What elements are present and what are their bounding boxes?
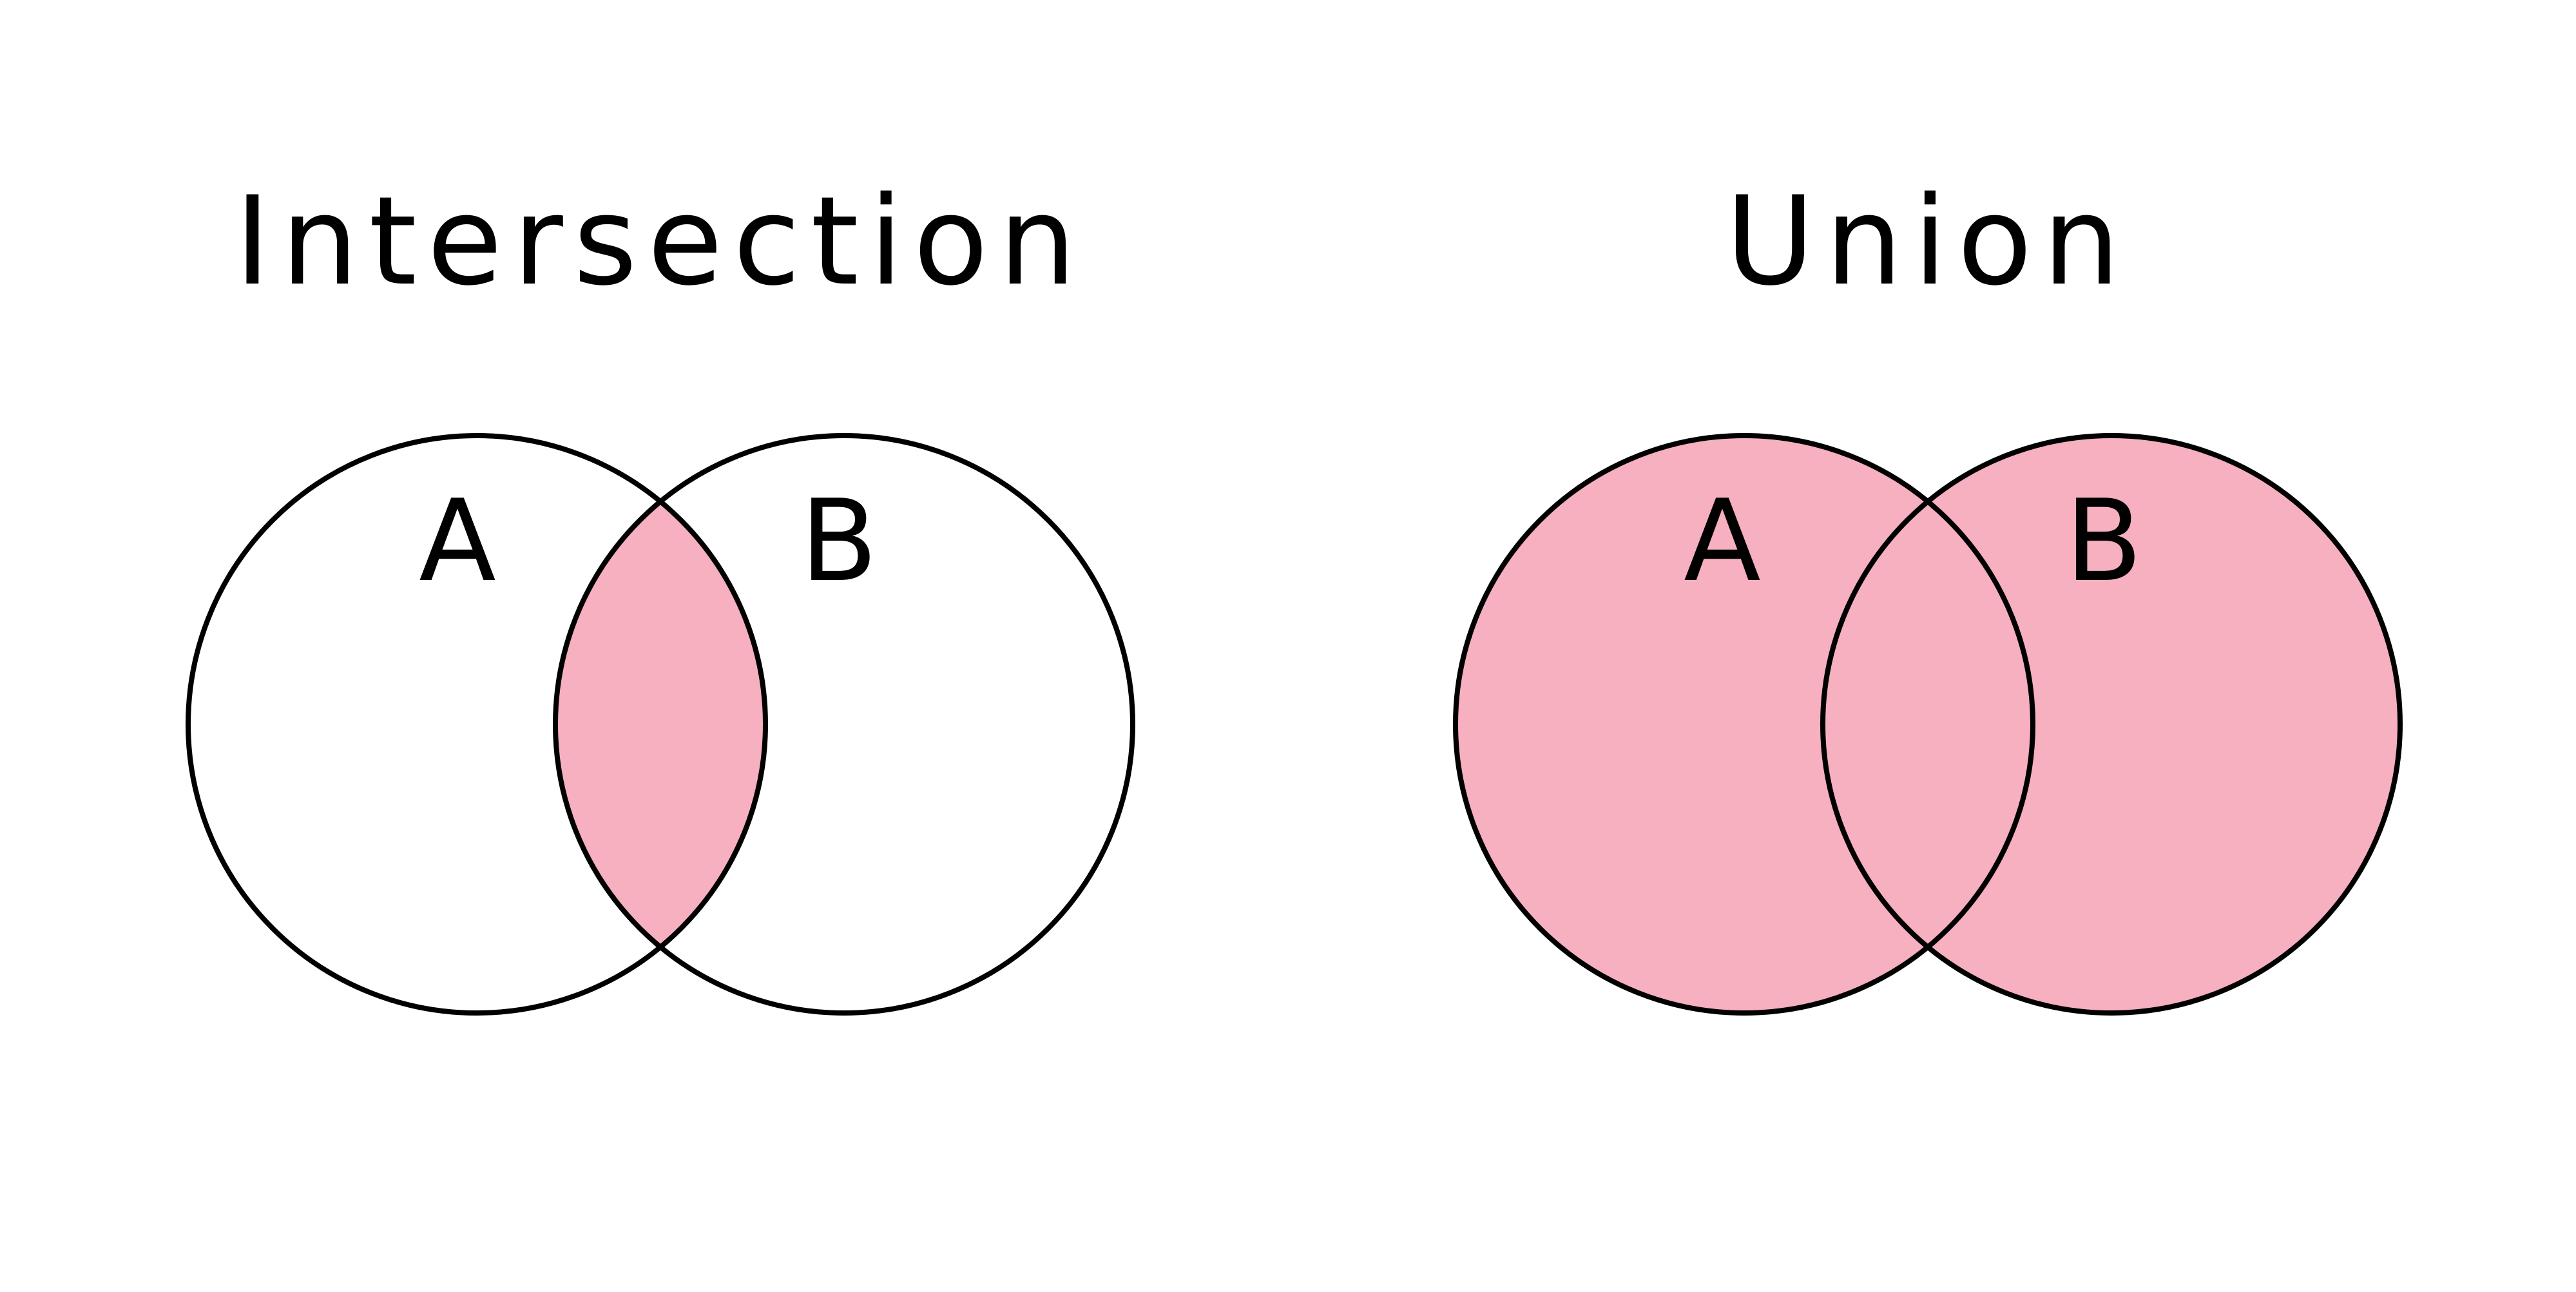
intersection-title: Intersection [235,170,1086,313]
intersection-diagram: Intersection A B [186,170,1135,1016]
union-diagram: Union A B [1453,170,2403,1016]
set-b-circle [1820,433,2403,1016]
set-a-circle [186,433,768,1016]
set-a-circle [1453,433,2035,1016]
union-region-b [1823,436,2400,1013]
intersection-region [555,501,766,947]
set-b-label: B [2065,476,2142,607]
set-b-circle [553,433,1135,1016]
set-a-label: A [1684,476,1761,607]
set-a-label: A [419,476,496,607]
set-b-label: B [800,476,878,607]
union-title: Union [1725,170,2131,313]
